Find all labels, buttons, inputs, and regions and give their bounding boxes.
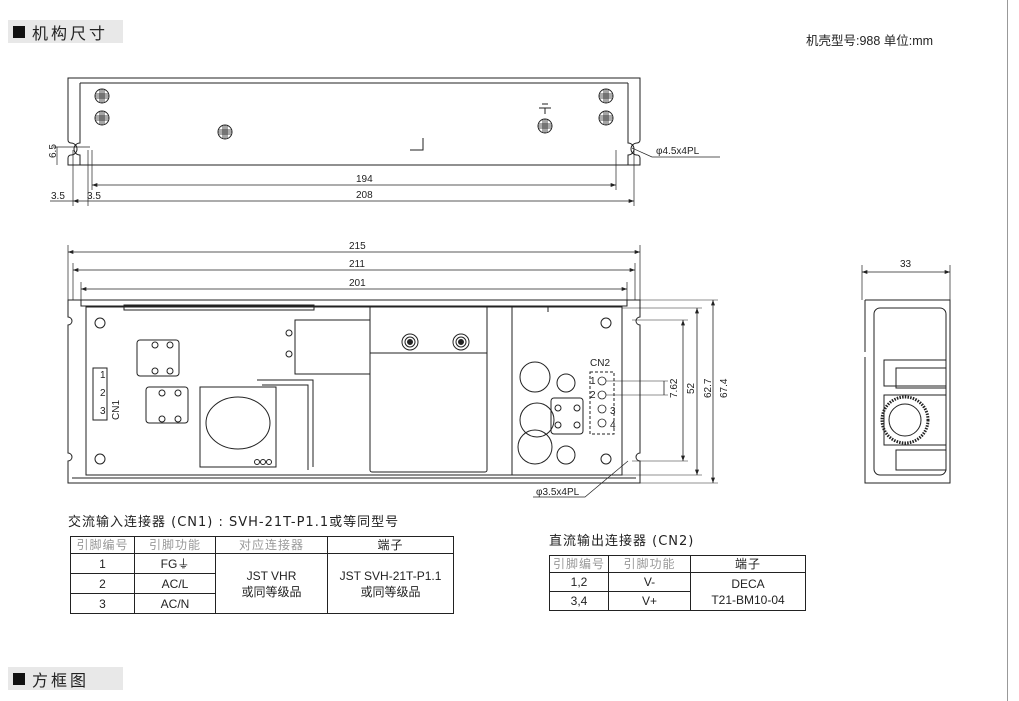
cn1-pin-label: 3 bbox=[100, 406, 106, 417]
header-terminal: 端子 bbox=[690, 555, 806, 573]
header-function: 引脚功能 bbox=[134, 536, 216, 554]
dim-6-5: 6.5 bbox=[48, 144, 59, 158]
cn1-label: CN1 bbox=[111, 400, 122, 420]
dim-67-4: 67.4 bbox=[719, 378, 730, 398]
table-header-row: 引脚编号 引脚功能 对应连接器 端子 bbox=[70, 536, 454, 554]
cn2-table-title: 直流输出连接器 (CN2) bbox=[549, 534, 695, 549]
cn1-pin-label: 1 bbox=[100, 370, 106, 381]
header-terminal: 端子 bbox=[327, 536, 454, 554]
table-row: 3 AC/N bbox=[70, 593, 454, 614]
dim-208: 208 bbox=[356, 190, 373, 201]
mating-line: 或同等级品 bbox=[241, 584, 302, 599]
bullet-square-icon bbox=[13, 672, 25, 685]
mating-line: JST VHR bbox=[246, 568, 297, 583]
page-border bbox=[1007, 0, 1008, 701]
table-row: 3,4 V+ bbox=[549, 591, 806, 611]
dim-62-7: 62.7 bbox=[703, 378, 714, 398]
function-cell: V+ bbox=[608, 591, 691, 611]
front-view: CN1 1 2 3 CN2 1 2 3 4 67.4 62.7 52 7.62 … bbox=[67, 241, 730, 498]
dim-7-62: 7.62 bbox=[669, 378, 680, 398]
header-mating: 对应连接器 bbox=[215, 536, 328, 554]
cn2-pin-label: 1 bbox=[590, 376, 596, 387]
case-info: 机壳型号:988 单位:mm bbox=[806, 34, 934, 48]
pin-cell: 1,2 bbox=[549, 572, 609, 592]
hole-callout-top: φ4.5x4PL bbox=[656, 146, 700, 157]
function-cell: V- bbox=[608, 572, 691, 592]
dim-194: 194 bbox=[356, 174, 373, 185]
pin-cell: 2 bbox=[70, 573, 135, 594]
terminal-line: 或同等级品 bbox=[360, 584, 421, 599]
header-function: 引脚功能 bbox=[608, 555, 691, 573]
function-cell: AC/N bbox=[134, 593, 216, 614]
dim-215: 215 bbox=[349, 241, 366, 252]
dim-3-5-left: 3.5 bbox=[51, 191, 65, 202]
cn2-label: CN2 bbox=[590, 358, 610, 369]
top-view: 6.5 194 208 3.5 3.5 φ4.5x4PL bbox=[48, 77, 720, 206]
section-header-mechanical: 机构尺寸 bbox=[8, 20, 123, 43]
cn2-pin-label: 2 bbox=[590, 390, 596, 401]
dim-211: 211 bbox=[349, 259, 365, 270]
section-title: 机构尺寸 bbox=[32, 23, 109, 43]
section-title: 方框图 bbox=[32, 670, 90, 690]
dim-33: 33 bbox=[900, 259, 912, 270]
dim-3-5-right: 3.5 bbox=[87, 191, 101, 202]
dim-201: 201 bbox=[349, 278, 366, 289]
side-view: 33 bbox=[861, 259, 951, 484]
pin-cell: 1 bbox=[70, 553, 135, 574]
function-cell: FG⏚ bbox=[134, 553, 216, 574]
dim-52: 52 bbox=[686, 382, 697, 394]
terminal-line: DECA bbox=[731, 576, 765, 591]
ground-symbol-icon bbox=[539, 103, 551, 114]
table-row: 2 AC/L bbox=[70, 573, 454, 594]
section-header-block-diagram: 方框图 bbox=[8, 667, 123, 690]
cn2-pin-label: 4 bbox=[610, 420, 616, 431]
function-cell: AC/L bbox=[134, 573, 216, 594]
cn1-pin-label: 2 bbox=[100, 388, 106, 399]
cn2-pin-label: 3 bbox=[610, 406, 616, 417]
bullet-square-icon bbox=[13, 25, 25, 38]
table-header-row: 引脚编号 引脚功能 端子 bbox=[549, 555, 806, 573]
pin-cell: 3 bbox=[70, 593, 135, 614]
header-pin: 引脚编号 bbox=[70, 536, 135, 554]
terminal-line: T21-BM10-04 bbox=[711, 592, 785, 607]
header-pin: 引脚编号 bbox=[549, 555, 609, 573]
hole-callout-front: φ3.5x4PL bbox=[536, 487, 580, 498]
pin-cell: 3,4 bbox=[549, 591, 609, 611]
cn1-table-title: 交流输入连接器 (CN1) : SVH-21T-P1.1或等同型号 bbox=[68, 515, 400, 530]
terminal-line: JST SVH-21T-P1.1 bbox=[339, 568, 442, 583]
